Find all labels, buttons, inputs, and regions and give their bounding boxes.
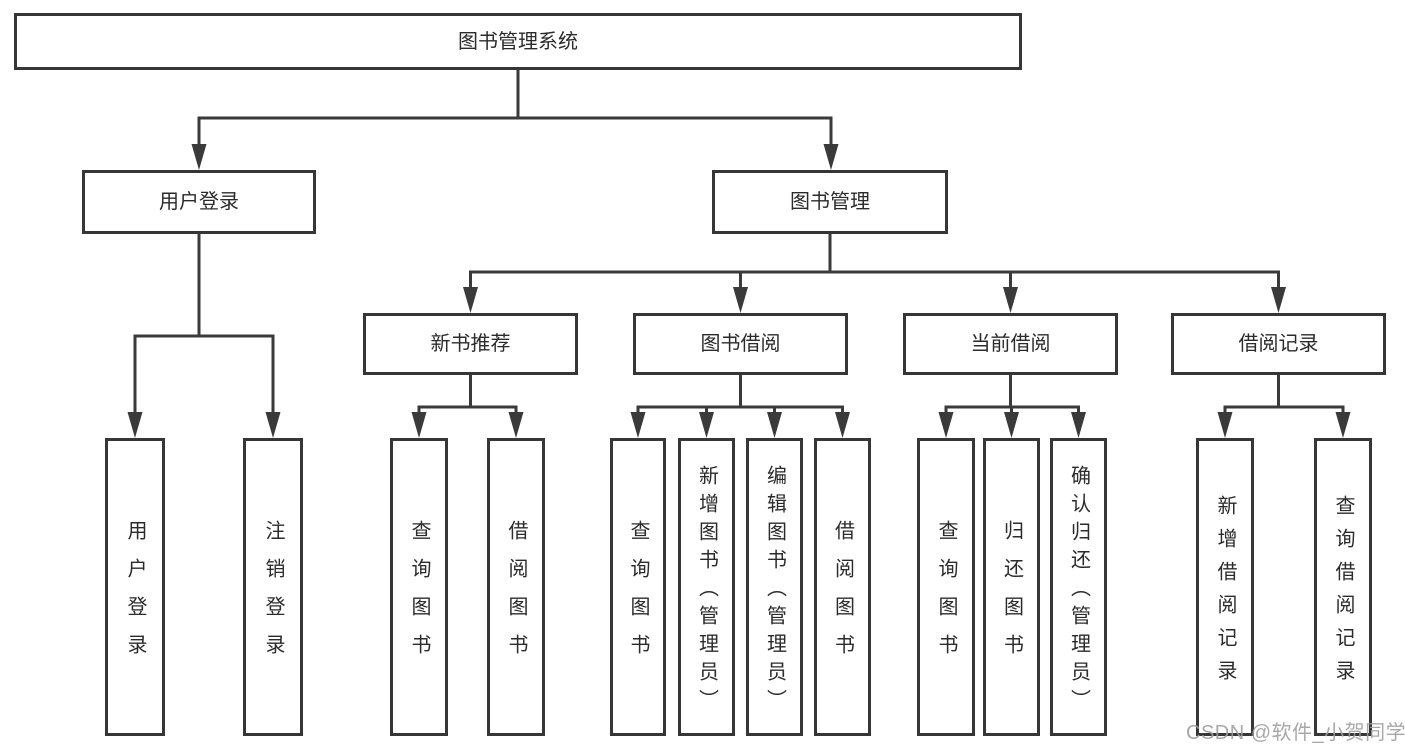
leaf-return-books: 归还图书 xyxy=(983,438,1040,736)
leaf-user-login: 用户登录 xyxy=(105,438,165,736)
node-label: 归还图书 xyxy=(1000,520,1023,672)
node-label: 当前借阅 xyxy=(970,333,1051,355)
node-label: 用户登录 xyxy=(159,191,239,213)
node-library-management-system: 图书管理系统 xyxy=(14,13,1022,70)
node-label: 图书借阅 xyxy=(700,333,781,355)
leaf-query-books-current: 查询图书 xyxy=(917,438,975,736)
node-label: 编辑图书（管理员） xyxy=(763,465,786,717)
node-label: 借阅图书 xyxy=(505,520,527,672)
leaf-query-books-recommend: 查询图书 xyxy=(390,438,448,736)
node-label: 借阅图书 xyxy=(831,520,854,672)
node-label: 确认归还（管理员） xyxy=(1067,465,1090,717)
leaf-query-books-borrowing: 查询图书 xyxy=(610,438,666,736)
csdn-watermark: CSDN @软件_小贺同学 xyxy=(1186,722,1405,744)
node-book-borrowing: 图书借阅 xyxy=(633,313,848,375)
leaf-borrow-books-borrowing: 借阅图书 xyxy=(814,438,871,736)
node-book-management: 图书管理 xyxy=(712,170,948,234)
leaf-borrow-books-recommend: 借阅图书 xyxy=(487,438,545,736)
leaf-add-books-admin: 新增图书（管理员） xyxy=(678,438,735,736)
node-label: 查询图书 xyxy=(935,520,957,672)
node-label: 注销登录 xyxy=(262,520,284,672)
leaf-edit-books-admin: 编辑图书（管理员） xyxy=(746,438,803,736)
node-label: 新书推荐 xyxy=(430,333,511,355)
leaf-add-borrow-record: 新增借阅记录 xyxy=(1196,438,1254,736)
node-label: 图书管理 xyxy=(790,191,870,213)
leaf-logout: 注销登录 xyxy=(243,438,303,736)
leaf-query-borrow-record: 查询借阅记录 xyxy=(1314,438,1372,736)
node-new-book-recommendation: 新书推荐 xyxy=(363,313,578,375)
node-label: 查询图书 xyxy=(627,520,649,672)
node-label: 新增借阅记录 xyxy=(1214,494,1236,693)
node-label: 查询图书 xyxy=(408,520,430,672)
node-current-borrowing: 当前借阅 xyxy=(903,313,1118,375)
node-user-login: 用户登录 xyxy=(82,170,316,234)
node-label: 查询借阅记录 xyxy=(1332,494,1354,693)
leaf-confirm-return-admin: 确认归还（管理员） xyxy=(1050,438,1107,736)
node-label: 用户登录 xyxy=(124,520,146,672)
node-label: 图书管理系统 xyxy=(458,30,578,53)
node-label: 新增图书（管理员） xyxy=(695,465,718,717)
node-borrowing-records: 借阅记录 xyxy=(1171,313,1386,375)
node-label: 借阅记录 xyxy=(1238,333,1319,355)
